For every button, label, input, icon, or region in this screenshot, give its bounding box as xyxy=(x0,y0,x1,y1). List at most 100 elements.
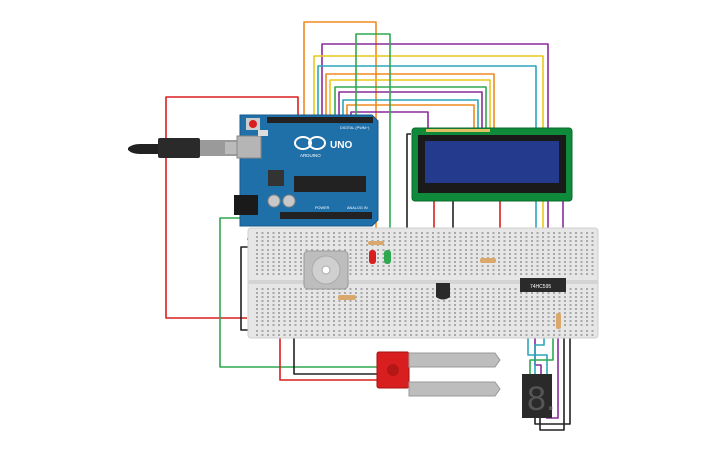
breadboard-hole xyxy=(564,249,566,251)
breadboard-hole xyxy=(283,249,286,251)
breadboard-hole xyxy=(487,292,489,294)
breadboard-hole xyxy=(432,304,434,306)
breadboard-hole xyxy=(421,257,423,259)
breadboard-hole xyxy=(410,296,412,298)
breadboard-hole xyxy=(305,244,308,246)
analog-label: ANALOG IN xyxy=(347,206,368,210)
breadboard-hole xyxy=(487,316,489,318)
breadboard-hole xyxy=(426,261,429,263)
breadboard-hole xyxy=(492,253,495,255)
breadboard-hole xyxy=(454,334,456,336)
breadboard-hole xyxy=(575,257,577,259)
breadboard-hole xyxy=(443,261,445,263)
breadboard-hole xyxy=(558,304,561,306)
breadboard-hole xyxy=(388,296,390,298)
breadboard-hole xyxy=(327,316,330,318)
reset-button-icon[interactable] xyxy=(246,118,260,130)
breadboard-hole xyxy=(300,308,302,310)
breadboard-hole xyxy=(465,261,467,263)
breadboard-hole xyxy=(322,300,324,302)
breadboard-hole xyxy=(591,257,594,259)
breadboard-hole xyxy=(311,304,313,306)
breadboard-hole xyxy=(498,330,500,332)
breadboard-hole xyxy=(300,324,302,326)
breadboard-hole xyxy=(404,240,407,242)
breadboard-hole xyxy=(294,330,297,332)
breadboard-hole xyxy=(492,265,495,267)
breadboard-hole xyxy=(360,236,363,238)
breadboard-hole xyxy=(421,316,423,318)
breadboard-hole xyxy=(575,265,577,267)
breadboard-hole xyxy=(448,330,451,332)
breadboard-hole xyxy=(575,244,577,246)
breadboard-hole xyxy=(569,296,572,298)
breadboard-hole xyxy=(415,232,418,234)
breadboard-hole xyxy=(591,288,594,290)
breadboard-hole xyxy=(542,269,544,271)
breadboard-hole xyxy=(514,265,517,267)
breadboard-hole xyxy=(487,244,489,246)
breadboard-hole xyxy=(553,320,555,322)
breadboard-hole xyxy=(305,334,308,336)
breadboard-hole xyxy=(542,240,544,242)
breadboard-hole xyxy=(289,273,291,275)
breadboard-hole xyxy=(272,236,275,238)
breadboard-hole xyxy=(415,304,418,306)
breadboard-hole xyxy=(399,273,401,275)
breadboard-hole xyxy=(349,269,352,271)
breadboard-hole xyxy=(459,273,462,275)
breadboard-hole xyxy=(470,257,473,259)
breadboard-hole xyxy=(360,265,363,267)
breadboard-hole xyxy=(558,244,561,246)
breadboard-hole xyxy=(492,334,495,336)
breadboard-hole xyxy=(322,316,324,318)
breadboard-hole xyxy=(591,232,594,234)
breadboard-hole xyxy=(553,273,555,275)
breadboard-hole xyxy=(509,300,511,302)
breadboard-hole xyxy=(278,296,280,298)
breadboard-hole xyxy=(432,253,434,255)
breadboard-hole xyxy=(393,249,396,251)
breadboard-hole xyxy=(294,308,297,310)
breadboard-hole xyxy=(465,300,467,302)
breadboard-hole xyxy=(283,265,286,267)
breadboard-hole xyxy=(344,236,346,238)
breadboard-hole xyxy=(564,265,566,267)
breadboard-hole xyxy=(404,334,407,336)
breadboard-hole xyxy=(465,308,467,310)
breadboard-hole xyxy=(399,300,401,302)
breadboard-hole xyxy=(586,261,588,263)
breadboard-hole xyxy=(547,236,550,238)
breadboard-hole xyxy=(470,334,473,336)
breadboard-hole xyxy=(432,296,434,298)
breadboard-hole xyxy=(333,249,335,251)
breadboard-hole xyxy=(454,232,456,234)
breadboard-hole xyxy=(256,249,258,251)
breadboard-hole xyxy=(536,312,539,314)
breadboard-hole xyxy=(349,253,352,255)
breadboard-hole xyxy=(338,232,341,234)
breadboard-hole xyxy=(498,253,500,255)
breadboard-hole xyxy=(432,334,434,336)
breadboard-hole xyxy=(575,273,577,275)
breadboard-hole xyxy=(426,312,429,314)
breadboard-hole xyxy=(382,296,385,298)
atmega-chip xyxy=(294,176,366,192)
breadboard-hole xyxy=(421,249,423,251)
breadboard-hole xyxy=(547,300,550,302)
breadboard-hole xyxy=(503,296,506,298)
breadboard-hole xyxy=(558,249,561,251)
breadboard-hole xyxy=(459,334,462,336)
breadboard-hole xyxy=(437,236,440,238)
breadboard-hole xyxy=(553,300,555,302)
breadboard-hole xyxy=(349,312,352,314)
breadboard-hole xyxy=(558,232,561,234)
breadboard-hole xyxy=(261,240,264,242)
breadboard-hole xyxy=(366,324,368,326)
breadboard-hole xyxy=(580,236,583,238)
breadboard-hole xyxy=(459,320,462,322)
breadboard-hole xyxy=(470,244,473,246)
breadboard-hole xyxy=(410,308,412,310)
breadboard-hole xyxy=(470,269,473,271)
breadboard-hole xyxy=(580,300,583,302)
